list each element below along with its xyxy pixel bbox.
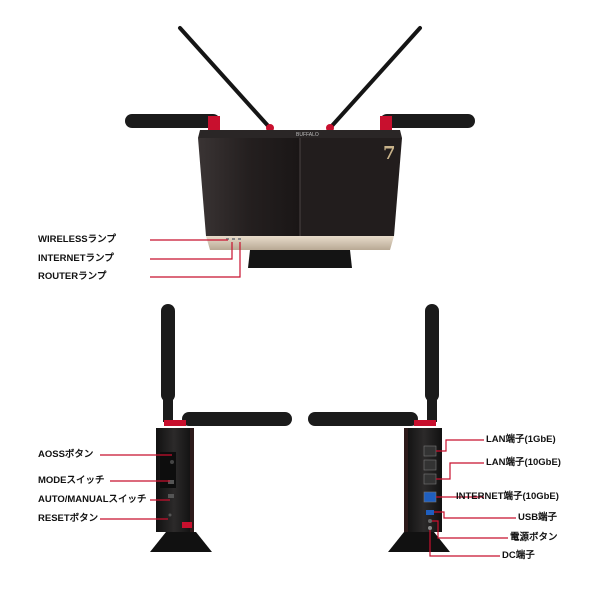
port-usb (426, 510, 434, 515)
label-power-button: 電源ボタン (510, 532, 558, 543)
left-side-router (150, 304, 292, 552)
leader-dc (429, 530, 500, 557)
antenna-right-horizontal (308, 412, 418, 426)
label-internet-10g: INTERNET端子(10GbE) (456, 491, 559, 502)
leader-usb (434, 511, 516, 519)
antenna-front-left-top (178, 26, 272, 130)
front-base (206, 236, 394, 250)
antenna-left-vertical (161, 304, 175, 402)
leader-router (150, 242, 241, 278)
brand-logo: BUFFALO (296, 132, 319, 138)
port-internet-10g (423, 491, 437, 503)
left-leader-lines (100, 454, 172, 520)
leader-lan-1g (436, 439, 484, 452)
right-side-stand (388, 532, 450, 552)
port-dc (428, 526, 432, 530)
antenna-left-horizontal (182, 412, 292, 426)
antenna-front-right-horizontal (380, 114, 475, 128)
port-lan-10g (423, 473, 437, 485)
label-mode-switch: MODEスイッチ (38, 475, 105, 486)
right-leader-lines (429, 439, 516, 557)
leader-internet (150, 242, 233, 260)
left-side-stand (150, 532, 212, 552)
label-internet-lamp: INTERNETランプ (38, 253, 114, 264)
label-lan-10g: LAN端子(10GbE) (486, 457, 561, 468)
label-usb-port: USB端子 (518, 512, 558, 523)
front-panel-right (300, 138, 402, 238)
front-stand (248, 250, 352, 268)
front-panel-left (198, 138, 300, 238)
power-button (428, 519, 432, 523)
right-side-router (308, 304, 450, 552)
antenna-front-right-top (328, 26, 422, 130)
leader-lan-10g (436, 462, 484, 480)
model-badge: 7 (383, 143, 396, 164)
label-dc-port: DC端子 (502, 550, 535, 561)
leader-power (432, 520, 508, 539)
port-lan-1g (423, 445, 437, 457)
label-aoss-button: AOSSボタン (38, 449, 94, 460)
label-reset-button: RESETボタン (38, 513, 99, 524)
front-view-router: 7 BUFFALO (125, 26, 475, 268)
label-lan-1g: LAN端子(1GbE) (486, 434, 556, 445)
antenna-front-left-horizontal (125, 114, 220, 128)
front-leader-lines (150, 239, 241, 278)
label-router-lamp: ROUTERランプ (38, 271, 107, 282)
label-wireless-lamp: WIRELESSランプ (38, 234, 116, 245)
label-auto-manual-switch: AUTO/MANUALスイッチ (38, 494, 147, 505)
antenna-right-vertical (425, 304, 439, 402)
